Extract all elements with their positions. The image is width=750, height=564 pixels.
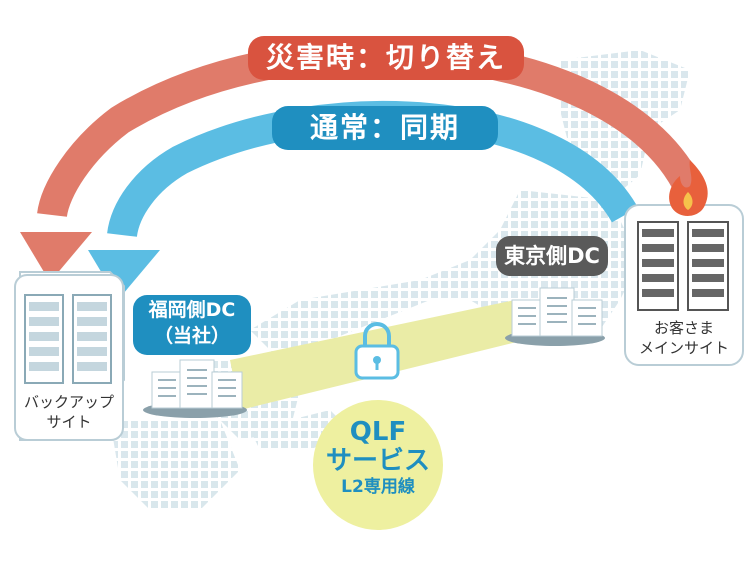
- fukuoka-dc-building: [143, 359, 247, 418]
- backup-site: [14, 271, 125, 441]
- customer-main-site: [624, 204, 744, 366]
- backup-site-line2: サイト: [46, 413, 92, 431]
- fukuoka-dc-label: 福岡側DC （当社）: [133, 295, 251, 355]
- customer-site-label: お客さま メインサイト: [625, 318, 743, 358]
- qlf-title: QLF: [349, 417, 407, 447]
- customer-site-line1: お客さま: [653, 319, 714, 337]
- backup-site-label: バックアップ サイト: [15, 392, 123, 432]
- normal-sync-label: 通常：同期: [272, 106, 498, 150]
- fukuoka-dc-note: （当社）: [153, 325, 230, 347]
- fukuoka-dc-name: 福岡側DC: [148, 299, 236, 321]
- tokyo-dc-building: [505, 287, 605, 346]
- fire-icon: [669, 160, 708, 216]
- qlf-circle: [313, 400, 443, 530]
- customer-site-line2: メインサイト: [638, 339, 729, 357]
- qlf-service: サービス: [325, 446, 430, 476]
- disaster-arrowhead: [20, 232, 92, 282]
- qlf-line-type: L2専用線: [341, 477, 415, 497]
- padlock-icon: [354, 322, 400, 380]
- qlf-service-label: QLF サービス L2専用線: [313, 418, 443, 498]
- disaster-switch-label: 災害時：切り替え: [248, 36, 524, 80]
- tokyo-dc-label: 東京側DC: [496, 236, 608, 276]
- normal-arrowhead: [88, 250, 160, 300]
- backup-site-line1: バックアップ: [23, 393, 114, 411]
